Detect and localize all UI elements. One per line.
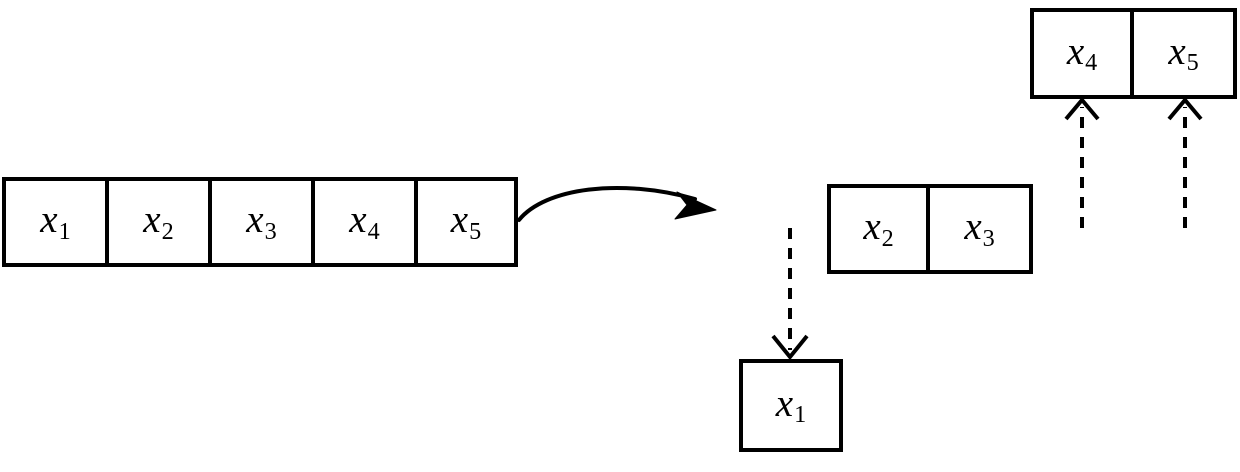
cell-label: x3 [246, 198, 277, 245]
source-array: x1 x2 x3 x4 x5 [2, 177, 518, 267]
cell-label: x1 [775, 381, 807, 429]
top-right-array: x4 x5 [1030, 8, 1237, 99]
dashed-up-arrow-left [1064, 96, 1100, 228]
dashed-down-arrow [771, 228, 809, 361]
array-cell: x1 [743, 363, 839, 448]
cell-label: x5 [1168, 29, 1199, 77]
dashed-up-arrow-right [1167, 96, 1203, 228]
array-cell: x4 [1034, 12, 1135, 95]
cell-label: x3 [964, 205, 995, 252]
array-cell: x2 [109, 181, 212, 263]
curved-split-arrow [517, 185, 717, 222]
array-cell: x2 [831, 188, 931, 270]
cell-label: x4 [1066, 29, 1098, 77]
middle-array: x2 x3 [827, 184, 1033, 274]
array-cell: x4 [315, 181, 418, 263]
cell-label: x2 [863, 205, 894, 252]
array-cell: x5 [1134, 12, 1233, 95]
array-cell: x3 [212, 181, 315, 263]
cell-label: x5 [450, 198, 482, 245]
cell-label: x2 [143, 198, 174, 245]
array-cell: x3 [930, 188, 1029, 270]
array-cell: x1 [6, 181, 109, 263]
cell-label: x4 [349, 198, 380, 245]
array-cell: x5 [418, 181, 514, 263]
cell-label: x1 [40, 198, 71, 245]
bottom-single-cell: x1 [739, 359, 843, 452]
